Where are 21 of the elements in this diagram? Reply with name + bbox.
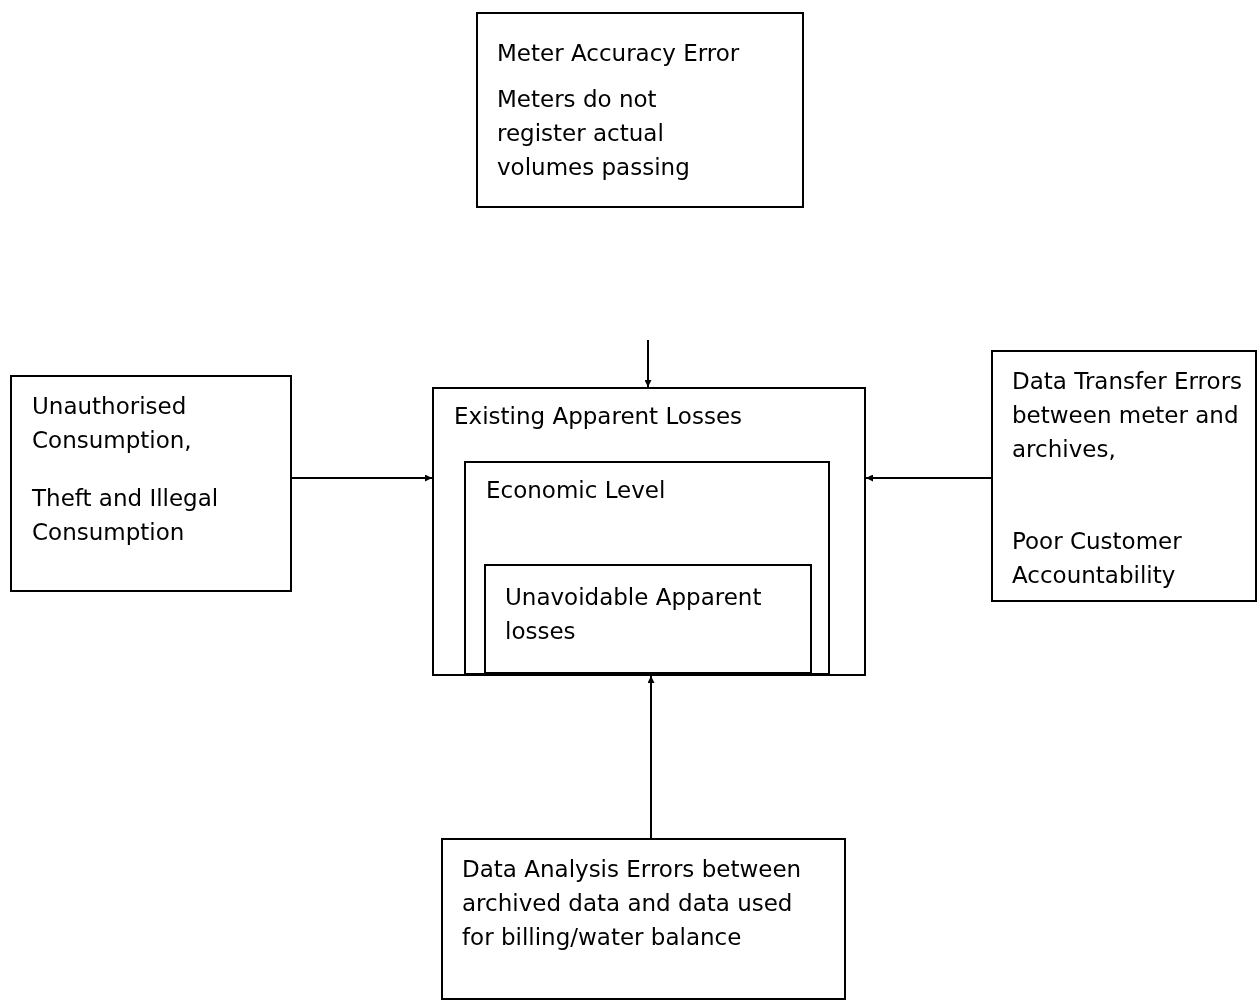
arrow (291, 474, 433, 482)
box-heading: Data Transfer Errors between meter and archives, (1012, 367, 1244, 464)
box-text: Poor Customer Accountability (1012, 527, 1183, 590)
arrow (647, 675, 655, 839)
arrow (644, 339, 652, 388)
level-box (484, 564, 812, 674)
loss-box (432, 387, 866, 676)
cause-box (991, 350, 1257, 602)
box-heading: Unauthorised Consumption, (32, 392, 193, 455)
box-text: Economic Level (486, 476, 667, 505)
box-text: Data Analysis Errors between archived data and data used for billing/water balance (462, 855, 803, 952)
cause-box (476, 12, 804, 208)
level-box (464, 461, 830, 675)
cause-box (441, 838, 846, 1000)
arrow (865, 474, 992, 482)
box-text: Existing Apparent Losses (454, 402, 744, 431)
box-text: Unavoidable Apparent losses (505, 583, 763, 646)
box-text: Meters do not register actual volumes passing (497, 85, 691, 182)
box-heading: Meter Accuracy Error (497, 39, 741, 68)
box-text: Theft and Illegal Consumption (32, 484, 220, 547)
cause-box (10, 375, 292, 592)
